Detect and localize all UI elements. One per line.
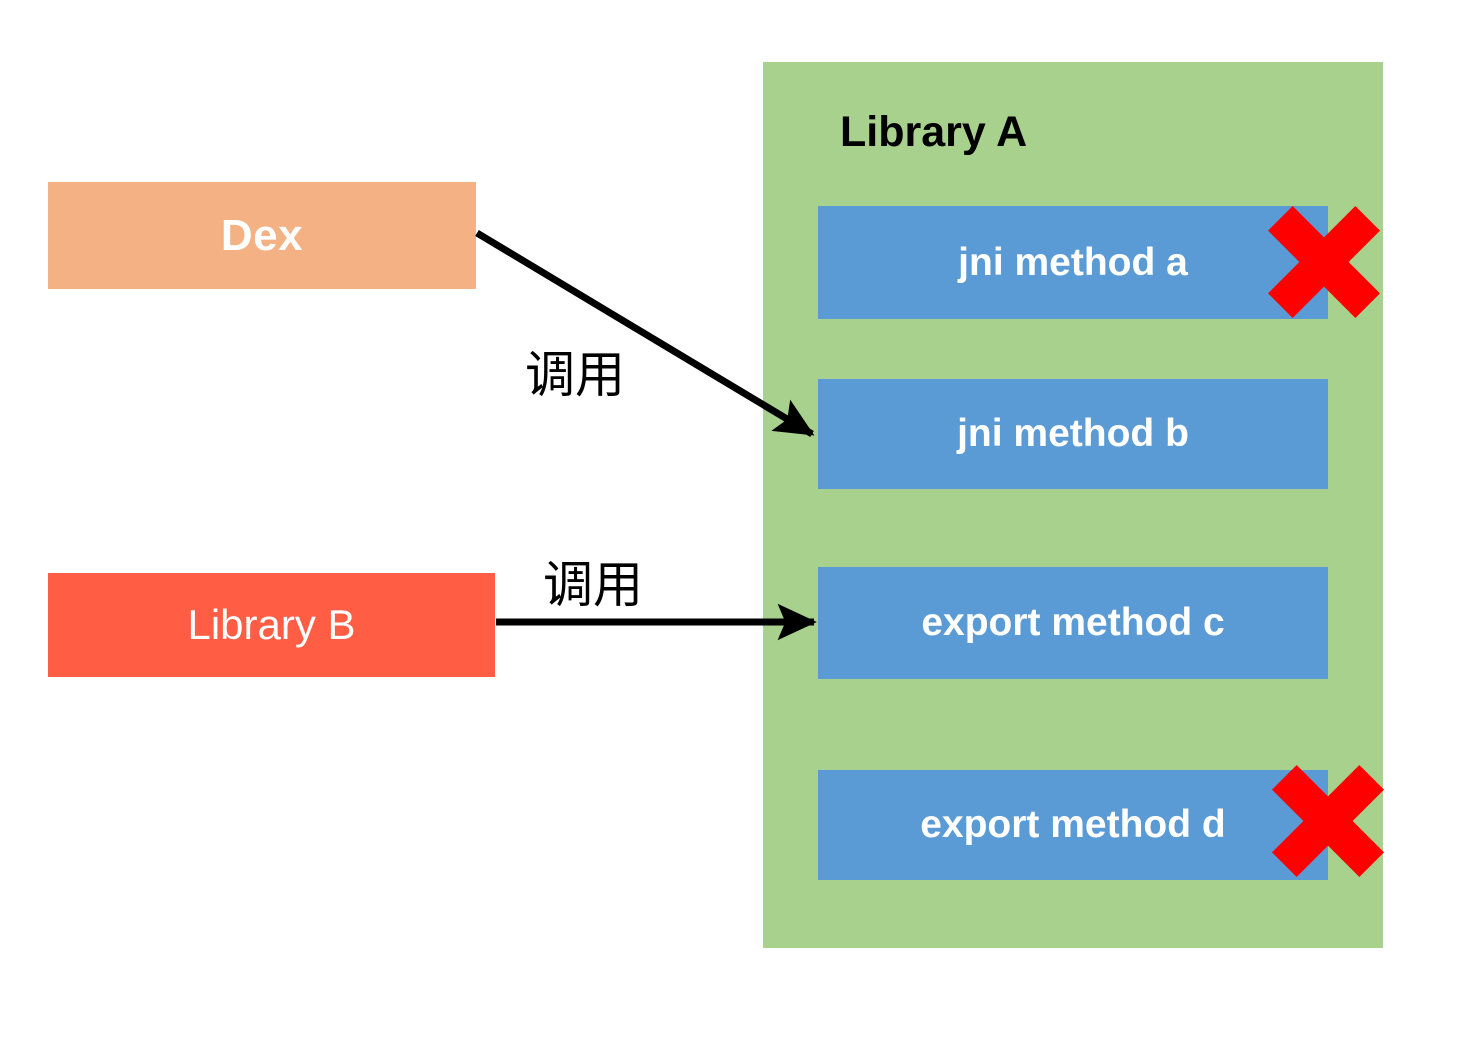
method-label-jni-method-a: jni method a xyxy=(958,240,1188,284)
method-label-export-method-c: export method c xyxy=(921,601,1225,644)
method-box-jni-method-b[interactable]: jni method b xyxy=(818,379,1328,489)
method-box-export-method-d[interactable]: export method d xyxy=(818,770,1328,880)
method-box-export-method-c[interactable]: export method c xyxy=(818,567,1328,679)
library-a-title: Library A xyxy=(840,108,1028,156)
method-label-jni-method-b: jni method b xyxy=(957,412,1189,455)
edge-label-dex-to-jni-method-b: 调用 xyxy=(525,346,625,404)
method-box-jni-method-a[interactable]: jni method a xyxy=(818,206,1328,319)
source-box-dex[interactable]: Dex xyxy=(48,182,476,289)
source-box-library-b[interactable]: Library B xyxy=(48,573,495,677)
edge-label-library-b-to-export-method-c: 调用 xyxy=(543,556,643,614)
source-label-library-b: Library B xyxy=(187,601,356,648)
library-a-container: Library A jni method a jni method b expo… xyxy=(763,62,1383,948)
method-label-export-method-d: export method d xyxy=(920,803,1226,846)
source-label-dex: Dex xyxy=(220,210,304,260)
